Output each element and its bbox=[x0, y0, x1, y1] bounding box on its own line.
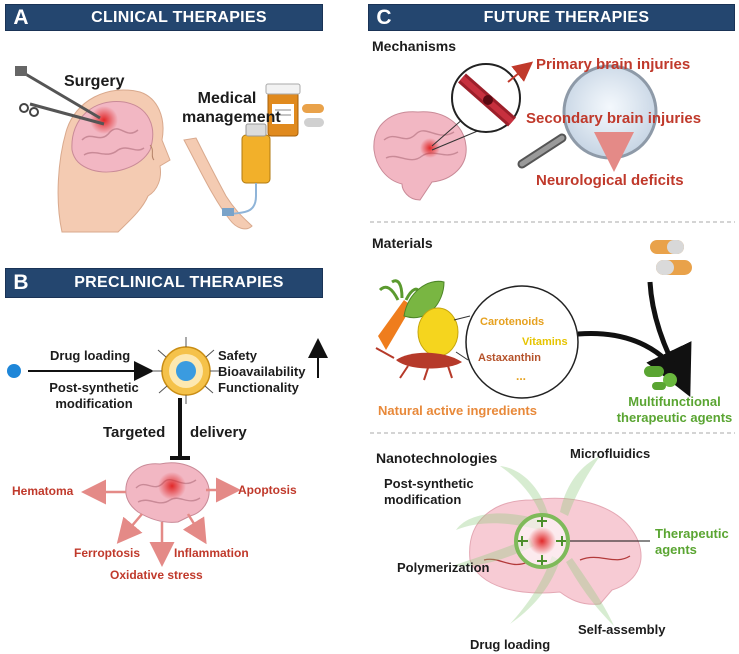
nano-drug-loading-label: Drug loading bbox=[470, 637, 551, 652]
multifunctional-agents-label: Multifunctional therapeutic agents bbox=[612, 394, 737, 426]
multifunctional-line-1: Multifunctional bbox=[628, 394, 721, 409]
vitamins-label: Vitamins bbox=[522, 336, 568, 348]
self-assembly-label: Self-assembly bbox=[578, 622, 666, 637]
tentacle-arms-icon bbox=[452, 456, 614, 626]
brain-c-icon bbox=[373, 111, 467, 201]
functionality-label: Functionality bbox=[218, 380, 299, 395]
polymerization-label: Polymerization bbox=[397, 560, 490, 575]
brain-b-icon bbox=[125, 462, 210, 523]
therapeutic-line-1: Therapeutic bbox=[655, 526, 729, 541]
secondary-injuries-label: Secondary brain injuries bbox=[526, 110, 702, 127]
therapeutic-agents-label: Therapeutic agents bbox=[655, 526, 729, 558]
ferroptosis-arrow bbox=[116, 513, 143, 544]
surgery-head-illustration bbox=[57, 89, 171, 233]
microfluidics-label: Microfluidics bbox=[570, 446, 651, 461]
medical-line-2: management bbox=[182, 109, 281, 126]
natural-sources-icon bbox=[375, 279, 462, 381]
panel-a-banner: A CLINICAL THERAPIES bbox=[5, 4, 323, 31]
bioavailability-label: Bioavailability bbox=[218, 364, 306, 379]
materials-heading: Materials bbox=[372, 235, 433, 251]
nanoparticle-icon bbox=[152, 337, 220, 404]
post-synthetic-line-2: modification bbox=[55, 396, 133, 411]
green-pills-icon bbox=[644, 366, 677, 390]
post-synthetic-line-1: Post-synthetic bbox=[49, 380, 139, 395]
natural-ingredients-label: Natural active ingredients bbox=[378, 403, 537, 418]
ingredients-circle bbox=[465, 285, 579, 399]
nano-post-line-1: Post-synthetic bbox=[384, 476, 474, 491]
hematoma-label: Hematoma bbox=[12, 484, 74, 498]
surgical-instruments-icon bbox=[15, 66, 105, 126]
drug-loading-label: Drug loading bbox=[50, 348, 131, 363]
panel-b-banner: B PRECLINICAL THERAPIES bbox=[5, 268, 323, 298]
drug-particle-icon bbox=[7, 364, 21, 378]
panel-b-letter: B bbox=[13, 271, 29, 294]
multifunctional-line-2: therapeutic agents bbox=[616, 410, 733, 425]
nano-post-line-2: modification bbox=[384, 492, 462, 507]
safety-label: Safety bbox=[218, 348, 258, 363]
carotenoids-label: Carotenoids bbox=[480, 316, 545, 328]
panel-a-letter: A bbox=[13, 5, 29, 29]
combine-arrow-2 bbox=[647, 281, 689, 390]
medical-management-label: Medical management bbox=[182, 89, 281, 127]
post-synthetic-label: Post-synthetic modification bbox=[46, 380, 142, 412]
inflammation-arrow bbox=[182, 513, 207, 545]
mechanisms-heading: Mechanisms bbox=[372, 38, 457, 54]
oxidative-stress-label: Oxidative stress bbox=[110, 568, 203, 582]
neurological-deficits-label: Neurological deficits bbox=[536, 172, 684, 189]
targeted-label: Targeted bbox=[103, 424, 166, 441]
astaxanthin-label: Astaxanthin bbox=[478, 352, 541, 364]
surgery-label: Surgery bbox=[64, 73, 125, 90]
panel-c-banner: C FUTURE THERAPIES bbox=[368, 4, 735, 31]
apoptosis-label: Apoptosis bbox=[238, 483, 297, 497]
ellipsis-label: ... bbox=[516, 369, 527, 383]
panel-b-title: PRECLINICAL THERAPIES bbox=[74, 274, 284, 291]
blood-vessel-zoom-icon bbox=[451, 63, 521, 133]
pill-bottle-icon bbox=[265, 83, 324, 137]
nano-post-synthetic-label: Post-synthetic modification bbox=[384, 476, 474, 508]
panel-a-title: CLINICAL THERAPIES bbox=[91, 8, 267, 26]
inflammation-label: Inflammation bbox=[174, 546, 249, 560]
primary-arrow bbox=[507, 61, 534, 83]
therapeutic-line-2: agents bbox=[655, 542, 697, 557]
ferroptosis-label: Ferroptosis bbox=[74, 546, 141, 560]
properties-list: Safety Bioavailability Functionality bbox=[218, 348, 305, 396]
nanotechnologies-heading: Nanotechnologies bbox=[376, 450, 498, 466]
panel-c-title: FUTURE THERAPIES bbox=[483, 8, 650, 26]
primary-injuries-label: Primary brain injuries bbox=[536, 56, 691, 73]
capsule-pills-icon bbox=[650, 240, 692, 275]
iv-drip-illustration bbox=[183, 123, 271, 230]
panel-c-letter: C bbox=[376, 5, 392, 29]
nanoparticle-core-icon bbox=[514, 513, 570, 569]
delivery-label: delivery bbox=[190, 424, 247, 441]
medical-line-1: Medical bbox=[197, 90, 257, 107]
